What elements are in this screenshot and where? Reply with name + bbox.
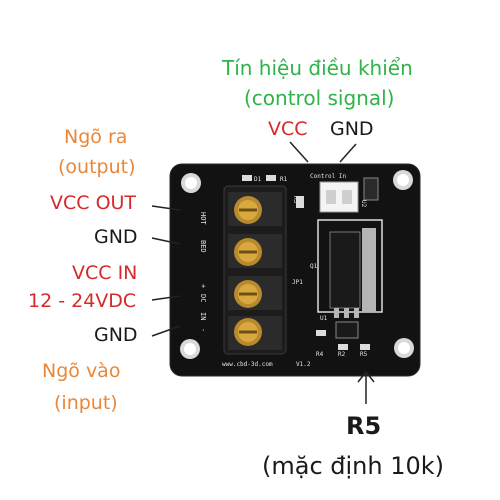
silk-r2: R2 [338, 351, 346, 358]
chip-u1 [335, 321, 359, 339]
screw-terminals [223, 185, 287, 355]
silk-bed: BED [199, 240, 207, 253]
line-ctrl-gnd [339, 143, 357, 163]
silk-control-in: Control In [310, 173, 347, 180]
input-label-vn: Ngõ vào [42, 360, 121, 382]
silk-d1: D1 [254, 176, 262, 183]
led-d1 [242, 175, 252, 181]
pointer-lines [151, 141, 375, 404]
silk-dc: DC [199, 294, 207, 302]
control-connector [319, 181, 359, 213]
silk-plus: + [199, 284, 207, 288]
silk-r1: R1 [280, 176, 288, 183]
resistor-r4 [316, 330, 326, 336]
mounting-holes [180, 170, 414, 359]
chip-u2 [363, 177, 379, 201]
resistor-r3 [296, 196, 304, 208]
mosfet-q1 [317, 219, 383, 318]
line-ctrl-vcc [289, 141, 309, 163]
input-label-en: (input) [54, 392, 118, 414]
resistor-r5 [360, 344, 370, 350]
line-vcc-out [151, 205, 181, 211]
silk-u2: U2 [360, 200, 367, 208]
silk-r4: R4 [316, 351, 324, 358]
silk-jp1: JP1 [292, 279, 303, 286]
r5-default-label: (mặc định 10k) [262, 452, 445, 480]
vcc-in-label: VCC IN [72, 262, 138, 284]
silk-hot: HOT [199, 212, 207, 225]
vcc-out-label: VCC OUT [50, 192, 137, 214]
silk-r5: R5 [360, 351, 368, 358]
line-gnd-out [151, 237, 181, 245]
output-label-vn: Ngõ ra [64, 126, 128, 148]
line-vcc-in [151, 295, 181, 301]
silk-u1: U1 [320, 315, 328, 322]
control-signal-label-en: (control signal) [244, 86, 395, 110]
terminal-2 [228, 234, 282, 268]
silk-in: IN [199, 312, 207, 320]
r5-label: R5 [346, 412, 382, 440]
silk-version: V1.2 [296, 361, 311, 368]
resistor-r1 [266, 175, 276, 181]
output-label-en: (output) [58, 156, 136, 178]
voltage-label: 12 - 24VDC [28, 290, 137, 312]
silk-r3: R3 [292, 196, 299, 204]
resistor-r2 [338, 344, 348, 350]
silk-q1: Q1 [310, 263, 318, 270]
silk-minus: - [199, 328, 207, 332]
line-gnd-in [151, 325, 181, 337]
silk-url: www.cbd-3d.com [222, 361, 273, 368]
control-gnd-label: GND [330, 118, 374, 140]
gnd-in-label: GND [94, 324, 138, 346]
terminal-3 [228, 276, 282, 310]
terminal-4 [228, 316, 282, 350]
terminal-1 [228, 192, 282, 226]
arrow-head-r5 [357, 370, 375, 383]
control-signal-label-vn: Tín hiệu điều khiển [222, 56, 413, 80]
control-vcc-label: VCC [268, 118, 308, 140]
gnd-out-label: GND [94, 226, 138, 248]
